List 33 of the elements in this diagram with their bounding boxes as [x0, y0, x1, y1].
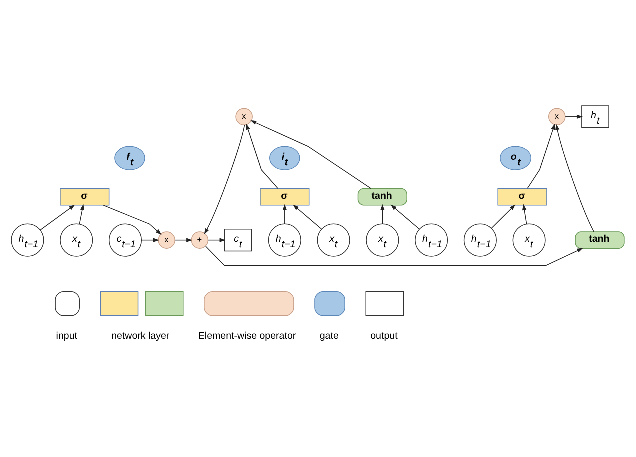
- node-box: σ: [498, 188, 548, 206]
- legend-label: network layer: [112, 330, 170, 342]
- arrow: [40, 204, 76, 230]
- node-box: σ: [60, 188, 110, 206]
- arrow: [390, 204, 420, 230]
- arrow: [79, 204, 84, 224]
- arrow: [246, 123, 278, 188]
- legend-label: input: [56, 330, 78, 342]
- arrow: [522, 204, 528, 224]
- arrow: [556, 124, 594, 232]
- arrow: [206, 246, 584, 266]
- arrow: [250, 120, 372, 189]
- node-circle: +: [191, 231, 209, 248]
- arrow: [174, 238, 193, 242]
- arrow: [282, 204, 288, 224]
- arrow: [293, 204, 322, 230]
- arrow: [491, 204, 516, 228]
- arrow: [141, 238, 160, 242]
- arrow: [565, 114, 583, 119]
- legend-label: Element-wise operator: [198, 330, 296, 342]
- node-box: tanh: [575, 231, 625, 248]
- arrow: [380, 204, 385, 224]
- arrow: [103, 204, 162, 235]
- legend-label: output: [370, 330, 398, 342]
- node-circle: x: [548, 108, 566, 126]
- arrow: [208, 238, 226, 242]
- node-circle: x: [236, 108, 253, 126]
- node-circle: x: [158, 231, 176, 248]
- node-box: σ: [260, 188, 310, 206]
- arrow: [204, 124, 246, 234]
- node-box: tanh: [358, 188, 408, 206]
- legend-label: gate: [320, 330, 339, 342]
- arrow: [527, 123, 556, 188]
